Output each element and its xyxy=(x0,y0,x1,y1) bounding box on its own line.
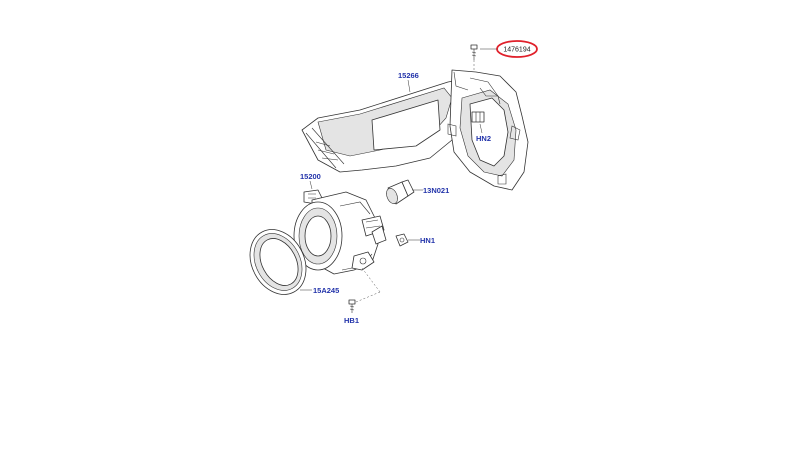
callout-holder-label: 15200 xyxy=(300,172,321,181)
fog-lamp-body xyxy=(293,191,387,275)
bolt-path-dash xyxy=(361,267,381,293)
callout-holder-leader xyxy=(309,180,313,190)
highlight-part-number: 1476194 xyxy=(503,47,530,54)
highlighted-callout[interactable]: 1476194 xyxy=(496,40,538,58)
callout-bolt-label: HB1 xyxy=(344,316,359,325)
bracket-15266 xyxy=(301,69,529,191)
callout-clip-label: HN2 xyxy=(476,134,491,143)
clip-hn2-icon xyxy=(471,111,485,123)
callout-clip-leader xyxy=(479,123,483,134)
callout-bulb-label: 13N021 xyxy=(423,186,449,195)
callout-bracket-leader xyxy=(407,79,411,93)
bolt-hb1-icon xyxy=(348,299,356,313)
callout-bracket-label: 15266 xyxy=(398,71,419,80)
callout-nut-label: HN1 xyxy=(420,236,435,245)
nut-hn1-icon xyxy=(395,233,409,247)
top-screw-icon xyxy=(470,44,478,72)
bolt-path-dash-2 xyxy=(355,291,381,303)
bulb-13n021-icon xyxy=(386,179,415,205)
callout-bezel-label: 15A245 xyxy=(313,286,339,295)
bezel-ring-15a245 xyxy=(249,229,307,295)
